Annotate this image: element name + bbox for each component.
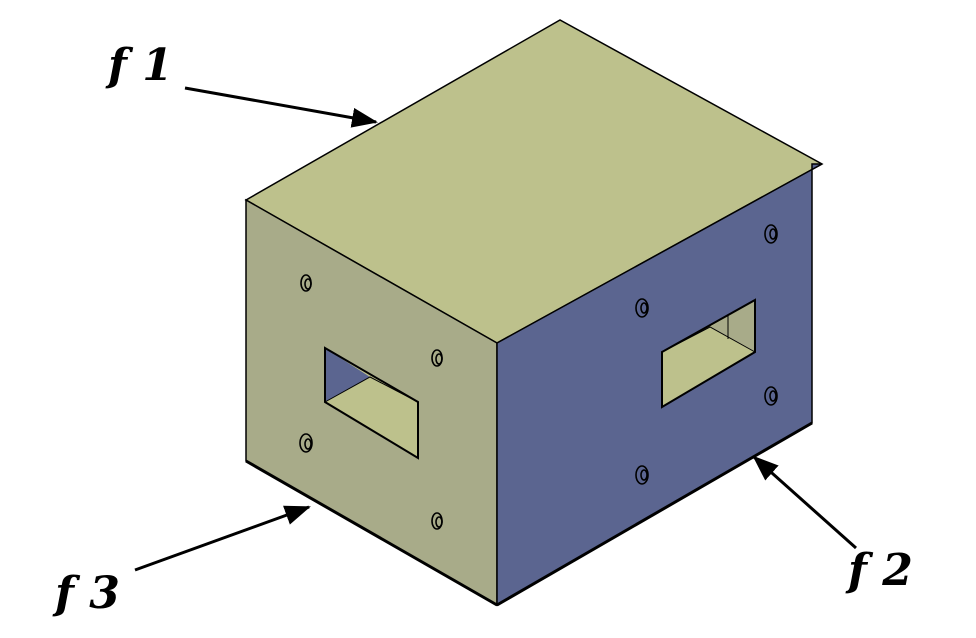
screw-hole-icon bbox=[299, 433, 313, 453]
right-waveguide-opening bbox=[661, 298, 756, 409]
arrow-f2 bbox=[752, 455, 857, 550]
arrow-f1 bbox=[184, 86, 378, 128]
screw-hole-icon bbox=[635, 298, 649, 318]
screw-hole-icon bbox=[431, 349, 443, 367]
screw-hole-icon bbox=[300, 274, 312, 292]
screw-hole-icon bbox=[635, 465, 649, 485]
left-waveguide-opening bbox=[324, 346, 419, 460]
screw-hole-icon bbox=[764, 386, 778, 406]
screw-hole-icon bbox=[764, 224, 778, 244]
screw-holes bbox=[299, 224, 778, 530]
label-f3: f 3 bbox=[55, 568, 120, 619]
screw-hole-icon bbox=[431, 512, 443, 530]
right-face-f2 bbox=[496, 163, 823, 607]
label-f1: f 1 bbox=[108, 40, 173, 91]
arrow-f3 bbox=[134, 505, 311, 572]
label-f2: f 2 bbox=[848, 545, 913, 596]
